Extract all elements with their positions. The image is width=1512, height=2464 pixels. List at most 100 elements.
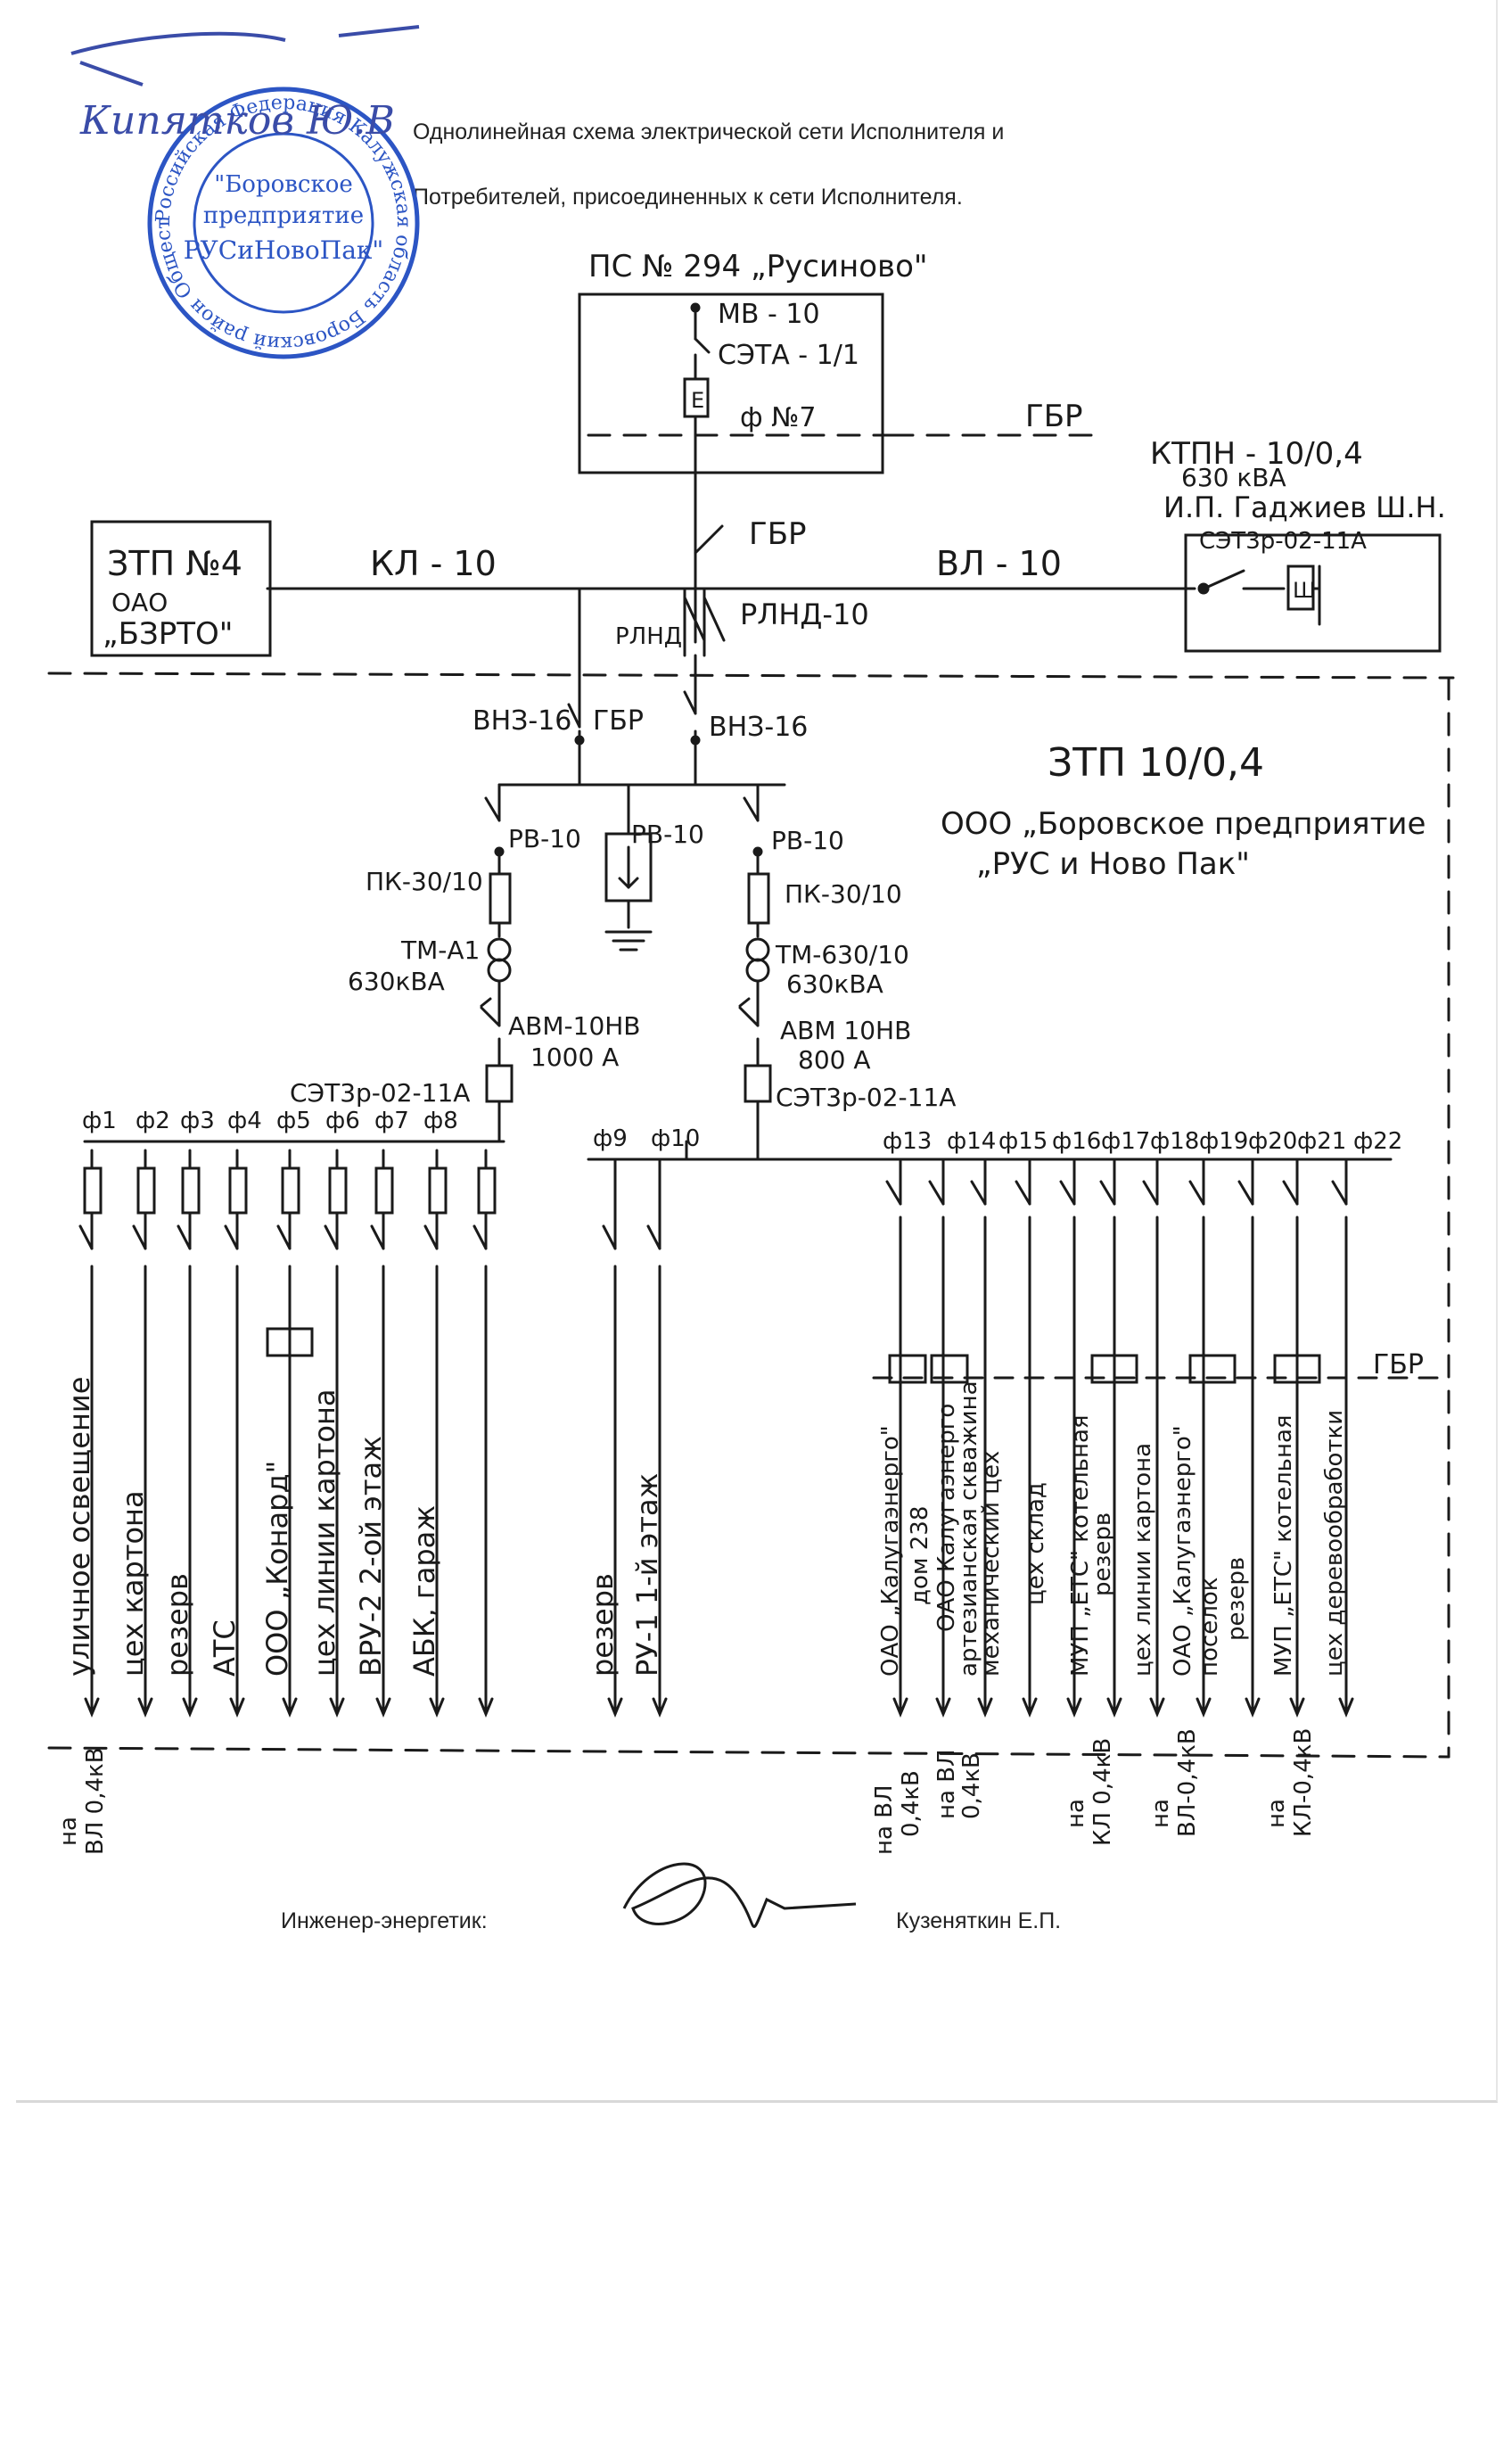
engineer-signature	[622, 1862, 857, 1928]
feeder-load: МУП „ЕТС" котельная	[1067, 1414, 1094, 1677]
ktpn-box	[1184, 533, 1442, 653]
feeder-load: резерв	[1089, 1512, 1116, 1596]
ztp-name: ЗТП 10/0,4	[1048, 740, 1264, 786]
feeder-id: ф17	[1101, 1128, 1150, 1155]
stamp-line-3: РУСиНовоПак"	[184, 235, 384, 265]
feeder-id: ф5	[276, 1108, 311, 1134]
substation-box	[578, 293, 884, 474]
feeder-id: ф19	[1199, 1128, 1248, 1155]
stamp-line-2: предприятие	[203, 202, 364, 229]
feeder-id: ф10	[651, 1125, 700, 1152]
destination-right3-1: на	[1063, 1799, 1089, 1828]
feeder-id: ф7	[374, 1108, 409, 1134]
meter-right: СЭТ3р-02-11А	[776, 1083, 956, 1112]
substation-feeder: ф №7	[740, 402, 816, 433]
feeder-id: ф3	[180, 1108, 215, 1134]
switch-vnz-right: ВНЗ-16	[709, 712, 808, 743]
gbr-bottom: ГБР	[1373, 1349, 1424, 1380]
left-feeder-lines	[78, 1149, 497, 1718]
disconnector-rlnd-right: РЛНД-10	[740, 597, 869, 631]
destination-left-1: на	[55, 1817, 82, 1846]
feeder-id: ф22	[1353, 1128, 1402, 1155]
substation-boundary: ГБР	[1025, 399, 1083, 434]
transformer-right: ТМ-630/10	[775, 940, 909, 969]
ztp4-box	[90, 520, 272, 657]
destination-right3-2: КЛ 0,4кВ	[1089, 1738, 1116, 1846]
destination-right2-2: 0,4кВ	[958, 1752, 985, 1819]
switch-vnz-left: ВНЗ-16	[472, 705, 571, 737]
feeder-load: ОАО Калугаэнерго	[933, 1404, 960, 1632]
avm-left-current: 1000 А	[530, 1042, 619, 1072]
feeder-load: цех линии картона	[1130, 1443, 1156, 1677]
pen-strokes	[70, 25, 420, 87]
transformer-right-power: 630кВА	[786, 969, 883, 999]
destination-right5-1: на	[1263, 1799, 1290, 1828]
substation-breaker: МВ - 10	[718, 299, 820, 330]
feeder-load: РУ-1 1-й этаж	[630, 1473, 664, 1677]
destination-right5-2: КЛ-0,4кВ	[1290, 1728, 1317, 1837]
feeder-load: цех картона	[116, 1490, 150, 1677]
feeder-load: резерв	[160, 1573, 194, 1677]
rv-3: РВ-10	[771, 826, 844, 855]
feeder-load: резерв	[1223, 1557, 1250, 1641]
feeder-id: ф21	[1297, 1128, 1346, 1155]
avm-right: АВМ 10НВ	[780, 1016, 911, 1045]
disconnector-rlnd-left: РЛНД	[615, 623, 682, 650]
ztp-org1: ООО „Боровское предприятие	[941, 806, 1426, 842]
feeder-id: ф8	[423, 1108, 458, 1134]
organization-stamp: Российская Федерация Калужская область Б…	[0, 0, 420, 359]
ktpn-line: ВЛ - 10	[936, 544, 1062, 583]
avm-left: АВМ-10НВ	[508, 1011, 641, 1041]
substation-name: ПС № 294 „Русиново"	[588, 249, 928, 284]
substation-meter-label: СЭТА - 1/1	[718, 340, 859, 371]
feeder-load: уличное освещение	[62, 1377, 96, 1677]
ztp4-org2: „БЗРТО"	[103, 616, 233, 652]
feeder-load: АБК, гараж	[407, 1505, 441, 1677]
feeder-id: ф14	[947, 1128, 996, 1155]
feeder-load: ВРУ-2 2-ой этаж	[354, 1436, 388, 1677]
feeder-id: ф9	[593, 1125, 628, 1152]
mid-feeder-lines	[602, 1158, 668, 1718]
feeder-load: МУП „ЕТС" котельная	[1270, 1414, 1297, 1677]
feeder-load: механический цех	[978, 1451, 1005, 1677]
feeder-load: резерв	[586, 1573, 620, 1677]
disconnector-gbr: ГБР	[749, 516, 807, 552]
feeder-load: АТС	[208, 1619, 242, 1677]
feeder-id: ф1	[82, 1108, 117, 1134]
pk-right: ПК-30/10	[785, 879, 902, 909]
destination-right2-1: на ВЛ	[933, 1749, 960, 1819]
title-line-2: Потребителей, присоединенных к сети Испо…	[413, 185, 963, 210]
feeder-id: ф16	[1052, 1128, 1101, 1155]
feeder-id: ф2	[136, 1108, 170, 1134]
transformer-left: ТМ-А1	[400, 935, 480, 965]
feeder-load: цех склад	[1023, 1482, 1049, 1605]
substation-meter-symbol: Е	[691, 388, 704, 413]
signature-name: Кузеняткин Е.П.	[896, 1908, 1062, 1933]
feeder-load: дом 238	[907, 1506, 933, 1605]
transformer-left-power: 630кВА	[348, 967, 445, 996]
destination-left-2: ВЛ 0,4кВ	[82, 1747, 109, 1855]
feeder-id: ф15	[998, 1128, 1048, 1155]
ktpn-name: КТПН - 10/0,4	[1150, 436, 1363, 472]
pk-left: ПК-30/10	[366, 867, 483, 896]
feeder-id: ф13	[883, 1128, 932, 1155]
switch-gbr: ГБР	[593, 705, 644, 737]
feeder-load: ОАО „Калугаэнерго"	[1170, 1425, 1196, 1677]
title-line-1: Однолинейная схема электрической сети Ис…	[413, 119, 1005, 144]
handwritten-name: Кипятков Ю.В	[79, 98, 395, 144]
feeder-id: ф6	[325, 1108, 360, 1134]
ztp4-org1: ОАО	[111, 588, 168, 617]
destination-right4-1: на	[1147, 1799, 1174, 1828]
rv-1: РВ-10	[508, 824, 581, 853]
feeder-id: ф20	[1248, 1128, 1297, 1155]
meter-left: СЭТ3р-02-11А	[290, 1078, 470, 1108]
destination-right1-2: 0,4кВ	[898, 1770, 924, 1837]
signature-role: Инженер-энергетик:	[281, 1908, 488, 1933]
feeder-load: ООО „Конард"	[260, 1461, 294, 1677]
right-feeder-lines	[885, 1158, 1354, 1718]
ztp4-line: КЛ - 10	[370, 544, 497, 583]
ztp-org2: „РУС и Ново Пак"	[976, 846, 1250, 882]
feeder-id: ф4	[227, 1108, 262, 1134]
avm-right-current: 800 А	[798, 1045, 871, 1075]
